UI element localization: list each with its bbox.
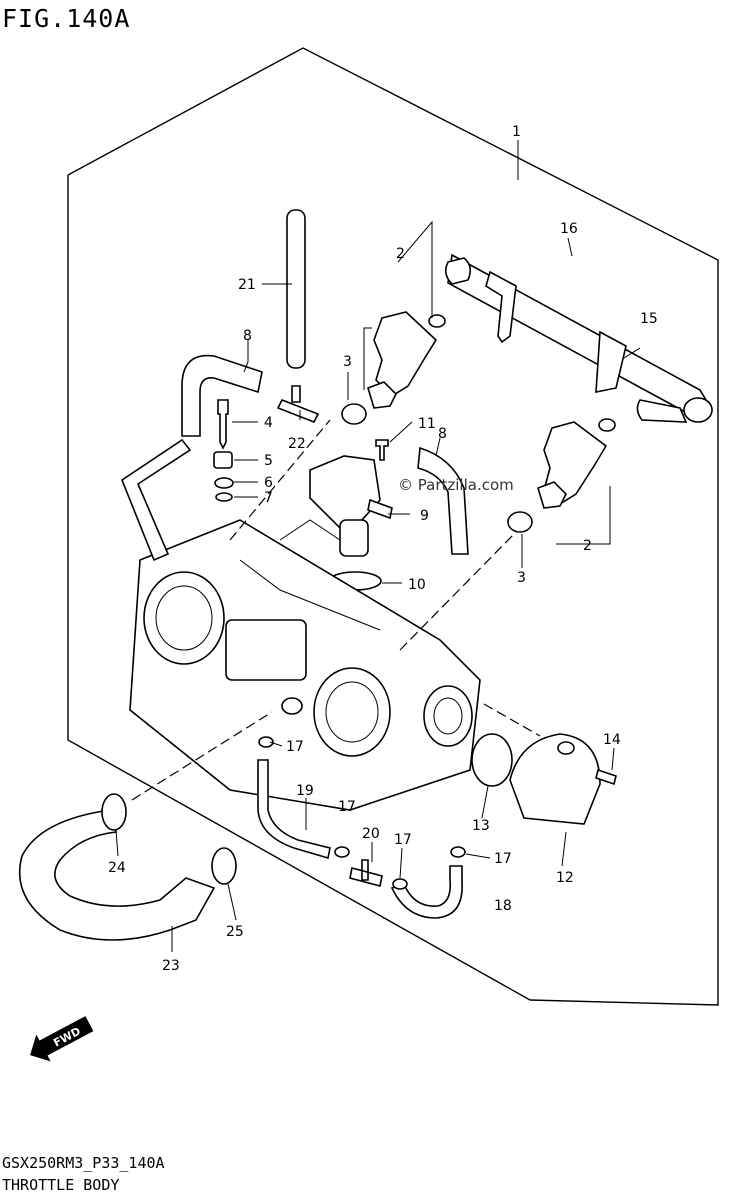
gasket-13 — [471, 733, 513, 787]
fuel-delivery-pipe — [444, 253, 714, 423]
hose-18 — [390, 865, 463, 919]
fuel-injector-rear — [537, 418, 616, 509]
callout-1: 1 — [512, 124, 521, 140]
callout-2-rear: 2 — [583, 538, 592, 554]
isc-cover — [509, 733, 601, 825]
fuel-injector-front — [367, 311, 446, 409]
clamp-17b — [334, 846, 350, 858]
callout-17-d: 17 — [494, 851, 512, 867]
callout-24: 24 — [108, 860, 126, 876]
hose-8-left — [181, 354, 263, 437]
callout-12: 12 — [556, 870, 574, 886]
pilot-screw-set — [213, 399, 234, 502]
hose-19 — [257, 759, 331, 860]
injector-cushion-rear — [507, 511, 533, 533]
joint-20 — [349, 859, 383, 887]
callout-25: 25 — [226, 924, 244, 940]
hose-21 — [286, 209, 306, 369]
throttle-body-assembly — [129, 519, 481, 811]
callout-16: 16 — [560, 221, 578, 237]
clamp-17c — [392, 878, 408, 890]
callout-8-right: 8 — [438, 426, 447, 442]
mounting-bracket — [121, 438, 192, 562]
callout-4: 4 — [264, 415, 273, 431]
callout-10: 10 — [408, 577, 426, 593]
callout-18: 18 — [494, 898, 512, 914]
clamp-17a — [258, 736, 274, 748]
callout-3-rear: 3 — [517, 570, 526, 586]
callout-labels: 1 2 2 3 3 4 5 6 7 8 8 9 10 11 12 13 14 1… — [108, 124, 658, 974]
callout-11: 11 — [418, 416, 436, 432]
callout-23: 23 — [162, 958, 180, 974]
callout-14: 14 — [603, 732, 621, 748]
screw-11 — [375, 439, 389, 461]
callout-2-front: 2 — [396, 246, 405, 262]
callout-22: 22 — [288, 436, 306, 452]
joint-22 — [276, 385, 320, 424]
callout-13: 13 — [472, 818, 490, 834]
clamp-25 — [211, 847, 237, 885]
throttle-sensor — [309, 455, 393, 557]
hose-8-right — [417, 446, 469, 555]
figure-name: THROTTLE BODY — [2, 1176, 120, 1194]
injector-cushion-front — [341, 403, 367, 425]
callout-3-front: 3 — [343, 354, 352, 370]
figure-code: GSX250RM3_P33_140A — [2, 1154, 165, 1172]
callout-21: 21 — [238, 277, 256, 293]
callout-20: 20 — [362, 826, 380, 842]
callout-9: 9 — [420, 508, 429, 524]
fwd-arrow-icon: FWD — [30, 1016, 94, 1062]
figure-title: FIG.140A — [2, 4, 131, 33]
callout-17-c: 17 — [394, 832, 412, 848]
callout-17-b: 17 — [338, 799, 356, 815]
clamp-17d — [450, 846, 466, 858]
callout-15: 15 — [640, 311, 658, 327]
leader-lines — [115, 140, 641, 952]
screw-14 — [595, 768, 617, 786]
callout-7: 7 — [264, 490, 273, 506]
callout-8-left: 8 — [243, 328, 252, 344]
clamp-24 — [101, 793, 127, 831]
callout-6: 6 — [264, 475, 273, 491]
callout-5: 5 — [264, 453, 273, 469]
hose-23 — [18, 809, 216, 941]
callout-19: 19 — [296, 783, 314, 799]
callout-17-a: 17 — [286, 739, 304, 755]
assembly-boundary — [67, 47, 719, 1006]
watermark: © Partzilla.com — [398, 476, 514, 494]
